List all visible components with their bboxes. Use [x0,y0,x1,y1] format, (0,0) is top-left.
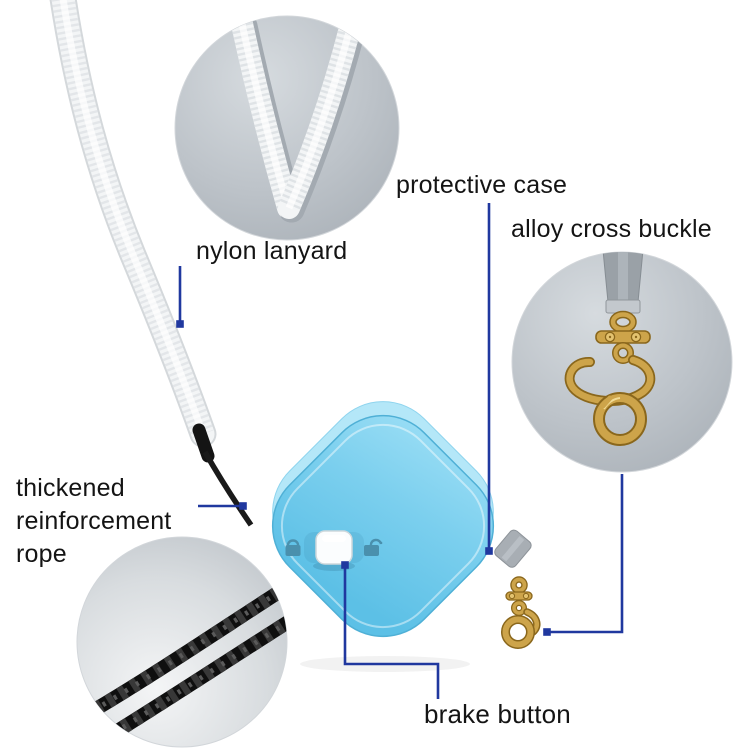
leader-alloy-buckle [550,474,624,634]
lock-icon [285,539,301,556]
protective-case [271,401,495,672]
annotation-endpoints [176,320,551,636]
leader-brake-button [343,568,440,699]
label-protective-case: protective case [396,171,568,199]
annotation-lines [178,203,624,699]
lanyard-strap [49,0,254,527]
label-alloy-cross-buckle: alloy cross buckle [511,215,712,243]
label-brake-button: brake button [424,699,571,729]
unlock-icon [364,538,383,556]
alloy-cross-buckle [494,529,541,649]
buckle-closeup [564,252,656,446]
buckle-detail-circle [511,251,733,473]
label-nylon-lanyard: nylon lanyard [196,237,348,265]
lanyard-weave-closeup [231,16,366,223]
rope-detail-circle [76,536,288,748]
lanyard-detail-circle [174,15,400,241]
reinforcement-rope [202,450,254,527]
brake-button-control[interactable] [315,530,353,565]
label-reinforcement-rope: thickened reinforcement rope [16,474,172,568]
